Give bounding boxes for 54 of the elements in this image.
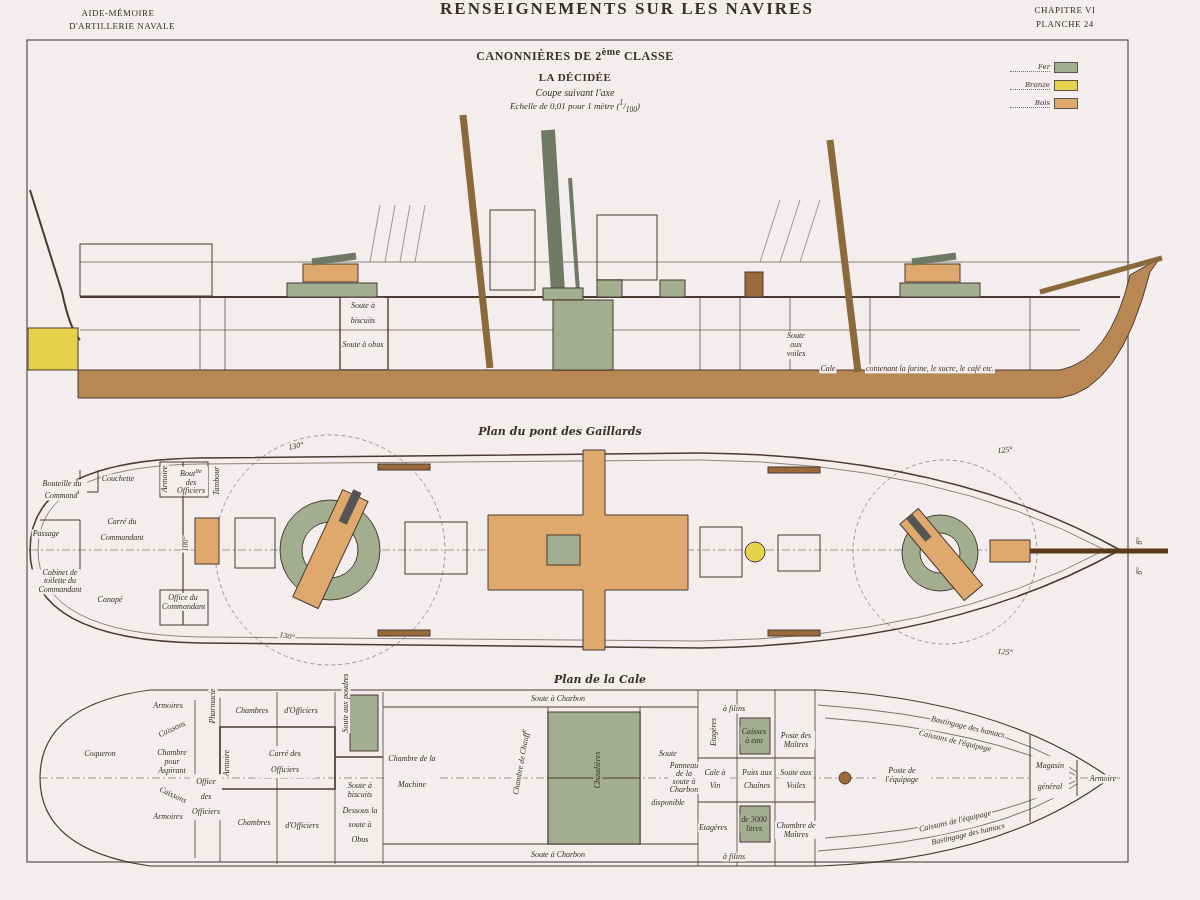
- compartment-label: Couchette: [100, 474, 136, 484]
- compartment-label: Office des Officiers: [190, 774, 222, 820]
- compartment-label: Echelle de 0,01 pour 1 mètre ($^{1}$/$_{100}$): [509, 99, 641, 115]
- header-text: PLANCHE 24: [1035, 18, 1095, 30]
- compartment-label: Canapé: [96, 595, 124, 605]
- compartment-label: Soute aux poudres: [341, 672, 351, 734]
- section-title: Plan du pont des Gaillards: [477, 425, 643, 439]
- compartment-label: Pharmacie: [208, 687, 218, 725]
- compartment-label: Passage: [31, 529, 61, 539]
- compartment-label: Chambres: [236, 818, 272, 828]
- compartment-label: Coupe suivant l'axe: [534, 87, 616, 99]
- compartment-label: Soute à Charbon: [529, 694, 587, 704]
- header-text: CHAPITRE VI: [1033, 4, 1097, 16]
- compartment-label: Chambres: [234, 706, 270, 716]
- angle-label: 8°: [1135, 536, 1145, 546]
- compartment-label: à filins: [722, 704, 746, 714]
- compartment-label: Armoire: [1088, 774, 1118, 784]
- compartment-label: Etagères: [697, 823, 729, 833]
- compartment-label: Armoire: [222, 748, 232, 778]
- compartment-label: Poste de l'équipage: [876, 765, 928, 785]
- angle-label: 8°: [1135, 566, 1145, 576]
- angle-label: 130°: [286, 440, 306, 452]
- compartment-label: d'Officiers: [284, 821, 320, 831]
- compartment-label: Panneau de la soute à Charbon: [668, 762, 700, 794]
- compartment-label: Armoire: [160, 464, 170, 494]
- compartment-label: Soute à Charbon: [529, 850, 587, 860]
- header-text: AIDE-MÉMOIRE: [80, 7, 156, 19]
- angle-label: 125°: [996, 444, 1014, 456]
- compartment-label: Tambour: [212, 465, 222, 497]
- angle-label: 100°: [181, 535, 191, 553]
- compartment-label: Carré des Officiers: [254, 746, 316, 778]
- compartment-label: Magasin général: [1031, 756, 1069, 798]
- compartment-label: Office du Commandant: [161, 592, 205, 612]
- plate-heading: LA DÉCIDÉE: [537, 70, 613, 84]
- compartment-label: Coqueron: [83, 749, 117, 759]
- compartment-label: contenant la farine, le sucre, le café etc.: [864, 364, 996, 374]
- header-text: D'ARTILLERIE NAVALE: [68, 20, 176, 32]
- diagram-title: RENSEIGNEMENTS SUR LES NAVIRES: [440, 0, 814, 19]
- compartment-label: Armoires: [152, 701, 184, 711]
- compartment-label: Chaudières: [593, 750, 603, 790]
- compartment-label: de 3000 litres: [740, 814, 768, 834]
- compartment-label: disponible: [650, 798, 686, 808]
- compartment-label: Caisses à eau: [740, 726, 768, 746]
- compartment-label: d'Officiers: [283, 706, 319, 716]
- compartment-label: Etagères: [709, 716, 719, 748]
- compartment-label: Soute: [658, 749, 678, 759]
- compartment-label: Chambre de Maîtres: [775, 820, 817, 840]
- angle-label: 130°: [277, 630, 297, 642]
- compartment-label: Bout$^{lle}$ des Officiers: [174, 466, 208, 496]
- angle-label: 125°: [996, 646, 1014, 658]
- compartment-label: Poste des Maîtres: [777, 730, 815, 750]
- compartment-label: Cale: [819, 364, 837, 374]
- compartment-label: à filins: [722, 852, 746, 862]
- compartment-label: Armoires: [152, 812, 184, 822]
